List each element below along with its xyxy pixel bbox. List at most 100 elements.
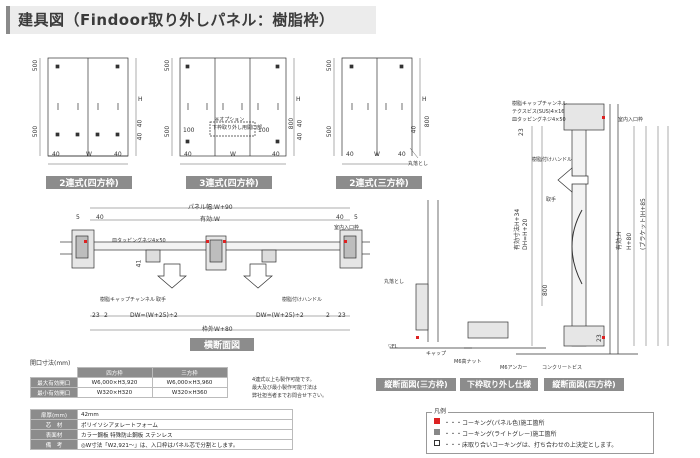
vs-dim-h: 有効:H xyxy=(616,231,623,250)
p1-w: W xyxy=(86,151,92,158)
horizontal-section-drawing xyxy=(60,207,370,331)
max-four: W6,000×H3,920 xyxy=(76,377,153,388)
caption-vertical-four: 縦断面図(四方枠) xyxy=(544,378,624,391)
vs-m6-anchor-label: M6アンカー xyxy=(500,365,528,371)
p2-dim-100a: 100 xyxy=(183,127,195,134)
caption-p2: 3連式(四方枠) xyxy=(186,176,272,189)
vs-screw2-label: 皿タッピングネジ4×50 xyxy=(512,117,566,123)
panel-2-three-frame xyxy=(333,57,421,165)
p3-dim-500-top: 500 xyxy=(326,59,334,72)
hs-panel-width: パネル幅:W+90 xyxy=(188,204,233,211)
vs-drop-label: 丸落とし xyxy=(384,279,405,285)
remarks-label: 備 考 xyxy=(30,439,78,450)
vs-dim-h34: 有効寸法H+34 xyxy=(514,208,521,250)
opening-spec-table: 四方枠 三方枠 最大有効開口 W6,000×H3,920 W6,000×H3,9… xyxy=(30,367,228,398)
p2-dim-40a: 40 xyxy=(296,119,304,128)
vs-m6-nut-label: M6高ナット xyxy=(454,359,482,365)
vs-resin-handle-label: 樹脂付けハンドル xyxy=(532,157,573,163)
p1-dim-40b: 40 xyxy=(136,132,144,141)
min-four: W320×H320 xyxy=(76,387,153,398)
p1-dim-500-top: 500 xyxy=(32,59,40,72)
p2-dim-100b: 100 xyxy=(258,127,270,134)
vs-dim-dh: DH=H+20 xyxy=(522,218,529,250)
surface-value: カラー鋼板 特殊防止鋼板 ステンレス xyxy=(77,429,293,440)
caption-horizontal: 横断面図 xyxy=(190,338,254,351)
elevation-drawings xyxy=(39,57,421,165)
caulk-panel-color-icon xyxy=(434,418,440,424)
p2-note-option: ※オプション xyxy=(215,117,245,123)
remarks-value: ◎W寸法「W2,921～」は、入口枠はパネル芯で分割とします。 xyxy=(77,439,293,450)
hs-resin-handle-label: 樹脂付けハンドル xyxy=(282,297,323,303)
legend-line-3: ・・・床取り合いコーキングは、打ち合わせの上決定とします。 xyxy=(444,442,618,449)
hs-dim-23a: 23 xyxy=(92,312,100,319)
vertical-section-drawing xyxy=(390,103,669,355)
p3-dim-500-bottom: 500 xyxy=(326,125,334,138)
col-three-frame: 三方枠 xyxy=(151,367,228,378)
spec-unit-label: 開口寸法(mm) xyxy=(30,360,71,367)
p1-dim-40a: 40 xyxy=(136,119,144,128)
hs-dim-2b: 2 xyxy=(326,312,330,319)
p3-w: W xyxy=(374,151,380,158)
p1-w-40b: 40 xyxy=(114,151,122,158)
panel-2-four-frame xyxy=(39,57,137,165)
hs-dw-left: DW=(W+25)÷2 xyxy=(130,312,178,319)
thick-value: 42mm xyxy=(77,409,293,420)
legend-box xyxy=(426,412,654,454)
row-min-label: 最小有効開口 xyxy=(30,387,78,398)
hs-dim-2a: 2 xyxy=(104,312,108,319)
p2-dim-500-top: 500 xyxy=(164,59,172,72)
caption-p3: 2連式(三方枠) xyxy=(336,176,422,189)
max-three: W6,000×H3,960 xyxy=(151,377,228,388)
hs-opening-width: 有効:W xyxy=(200,216,220,223)
hs-dim-41: 41 xyxy=(135,259,143,268)
hs-dim-5a: 5 xyxy=(76,214,80,221)
caulk-light-gray-icon xyxy=(434,429,440,435)
legend-line-1: ・・・コーキング(パネル色)施工箇所 xyxy=(444,420,545,427)
material-spec-table: 扉厚(mm) 42mm 芯 材 ポリイソシアヌレートフォーム 表面材 カラー鋼板… xyxy=(30,409,293,450)
hs-dim-23b: 23 xyxy=(338,312,346,319)
spec-note-3: 弊社担当者までお問合せ下さい。 xyxy=(252,393,328,399)
p3-note-drop: 丸落とし xyxy=(408,161,429,167)
p3-w-40b: 40 xyxy=(398,151,406,158)
vs-handle-label: 取手 xyxy=(546,197,557,203)
floor-caulk-icon xyxy=(434,440,440,446)
p2-dim-500-bottom: 500 xyxy=(164,125,172,138)
p2-dim-40c: 40 xyxy=(296,132,304,141)
hs-channel-label: 樹脂キャップチャンネル xyxy=(100,297,155,303)
p2-w-40a: 40 xyxy=(184,151,192,158)
p2-dim-800: 800 xyxy=(288,117,296,130)
panel-3-four-frame xyxy=(171,57,295,165)
hs-frame-width: 枠外W+80 xyxy=(202,326,233,333)
p3-dim-h: H xyxy=(422,96,427,103)
row-max-label: 最大有効開口 xyxy=(30,377,78,388)
p2-dim-h: H xyxy=(296,96,301,103)
caption-p1: 2連式(四方枠) xyxy=(46,176,132,189)
caption-vertical-three: 縦断面図(三方枠) xyxy=(376,378,456,391)
hs-dw-right: DW=(W+25)÷2 xyxy=(256,312,304,319)
core-label: 芯 材 xyxy=(30,419,78,430)
vs-dim-23b: 23 xyxy=(596,334,603,342)
caption-bottom-removable: 下枠取り外し仕様 xyxy=(460,378,538,391)
p1-w-40a: 40 xyxy=(52,151,60,158)
vs-fl-label: ▽FL xyxy=(388,344,398,350)
col-four-frame: 四方枠 xyxy=(76,367,153,378)
surface-label: 表面材 xyxy=(30,429,78,440)
vs-dim-h85: (ブラケット)H+85 xyxy=(640,198,647,250)
hs-hole-label: 室内入口枠 xyxy=(334,225,360,231)
core-value: ポリイソシアヌレートフォーム xyxy=(77,419,293,430)
vs-screw1-label: テクスビス(SUS)4×16 xyxy=(512,109,565,115)
p1-dim-500-bottom: 500 xyxy=(32,125,40,138)
spec-note-1: 4連式以上も製作可能です。 xyxy=(252,377,315,383)
title-bar xyxy=(6,6,376,34)
p3-w-40a: 40 xyxy=(346,151,354,158)
hs-dim-40a: 40 xyxy=(96,214,104,221)
p2-note-opening: 下枠取り外し用開口部 xyxy=(212,125,263,131)
vs-dim-h80: H+80 xyxy=(626,232,633,250)
vs-concrete-screw-label: コンクリートビス xyxy=(542,365,583,371)
vs-dim-23a: 23 xyxy=(518,128,525,136)
vs-dim-800: 800 xyxy=(542,284,549,296)
vs-channel-label: 樹脂キャップチャンネル xyxy=(512,101,567,107)
p2-w-40b: 40 xyxy=(272,151,280,158)
min-three: W320×H360 xyxy=(151,387,228,398)
vs-hole-label: 室内入口枠 xyxy=(618,117,644,123)
